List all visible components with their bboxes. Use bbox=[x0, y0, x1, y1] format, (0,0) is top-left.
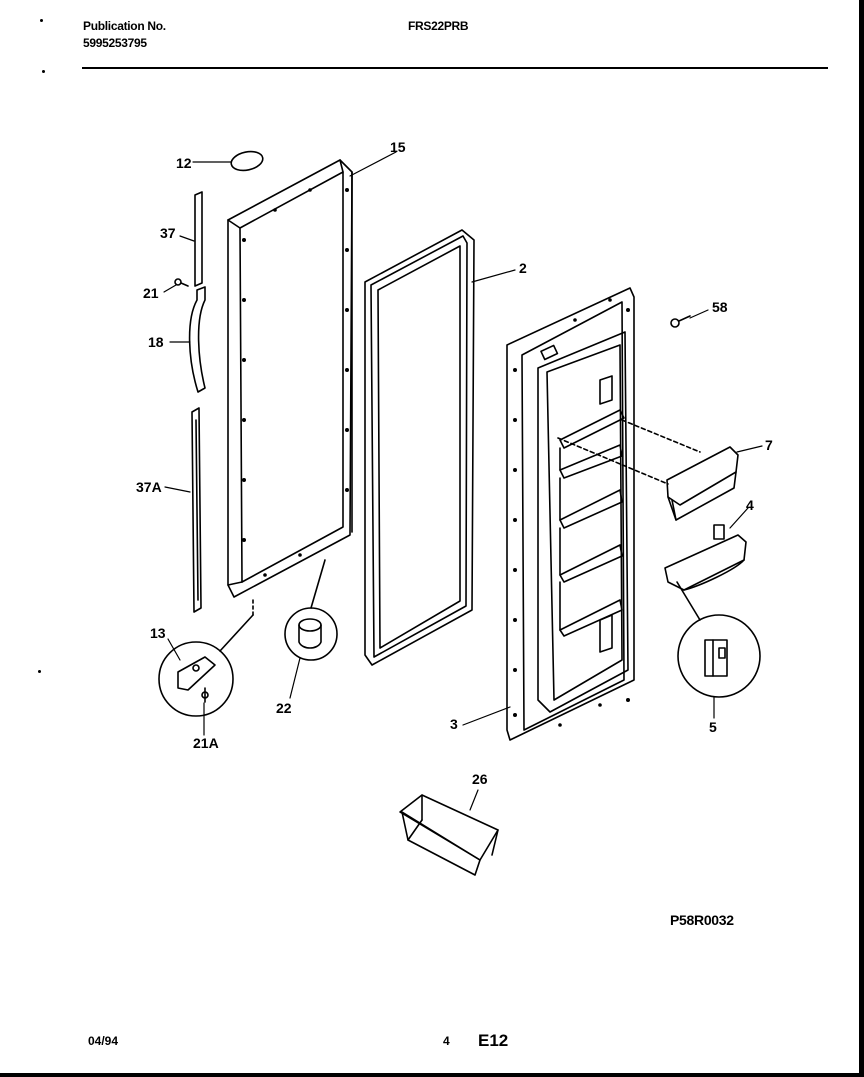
callout-21: 21 bbox=[143, 285, 159, 301]
model-number: FRS22PRB bbox=[408, 19, 469, 33]
header-rule bbox=[82, 67, 828, 69]
callout-15: 15 bbox=[390, 139, 406, 155]
part-37-upper-trim bbox=[194, 191, 203, 287]
callout-3: 3 bbox=[450, 716, 458, 732]
callout-37a: 37A bbox=[136, 479, 162, 495]
callout-37: 37 bbox=[160, 225, 176, 241]
footer-page-number: 4 bbox=[443, 1034, 450, 1048]
part-58-screw bbox=[670, 315, 691, 328]
callout-22: 22 bbox=[276, 700, 292, 716]
part-7-shelf-bin bbox=[557, 419, 739, 521]
callout-26: 26 bbox=[472, 771, 488, 787]
callout-13: 13 bbox=[150, 625, 166, 641]
scan-speck bbox=[42, 70, 45, 73]
callout-7: 7 bbox=[765, 437, 773, 453]
part-21-screw bbox=[174, 278, 189, 287]
footer-date: 04/94 bbox=[88, 1034, 119, 1048]
diagram-code: P58R0032 bbox=[670, 912, 734, 928]
publication-label: Publication No. bbox=[83, 19, 166, 33]
part-13-hinge bbox=[158, 599, 254, 717]
part-5-detail bbox=[676, 581, 761, 698]
part-12-badge bbox=[230, 150, 264, 172]
part-37a-lower-trim bbox=[191, 407, 202, 613]
part-15-door-frame bbox=[227, 159, 353, 598]
callout-5: 5 bbox=[709, 719, 717, 735]
callout-18: 18 bbox=[148, 334, 164, 350]
part-3-door-liner bbox=[506, 287, 635, 741]
part-26-bin bbox=[399, 794, 499, 876]
part-4-door-bin bbox=[664, 524, 747, 591]
callout-21a: 21A bbox=[193, 735, 219, 751]
footer-section-code: E12 bbox=[478, 1031, 509, 1050]
callout-12: 12 bbox=[176, 155, 192, 171]
scan-speck bbox=[38, 670, 41, 673]
part-18-handle bbox=[188, 286, 206, 393]
leader-lines bbox=[163, 151, 763, 811]
callout-2: 2 bbox=[519, 260, 527, 276]
part-2-door-gasket bbox=[364, 229, 475, 666]
part-22-bushing bbox=[284, 559, 338, 661]
callout-58: 58 bbox=[712, 299, 728, 315]
scan-speck bbox=[40, 19, 43, 22]
callout-4: 4 bbox=[746, 497, 754, 513]
publication-number: 5995253795 bbox=[83, 36, 147, 50]
